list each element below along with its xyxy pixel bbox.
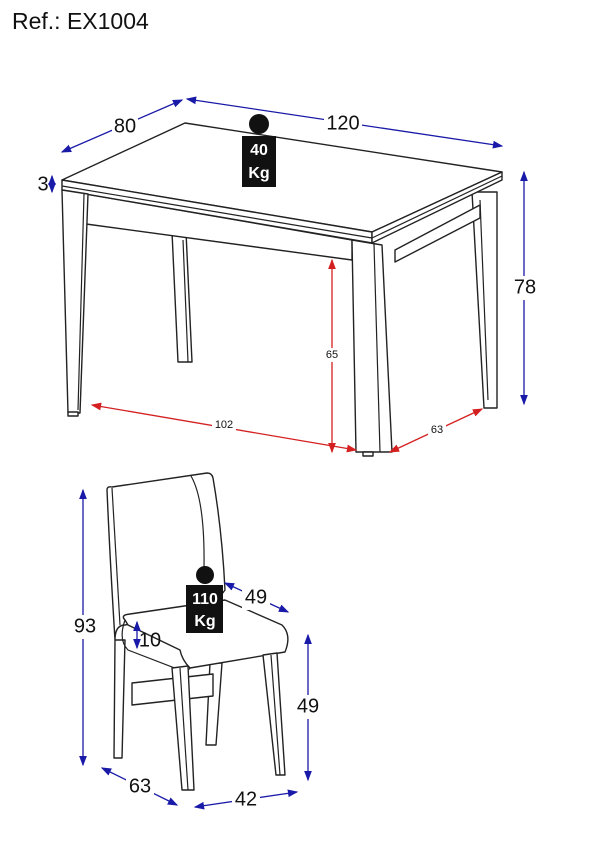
table-top-thickness-label: 3	[37, 173, 48, 195]
table-front-left-leg	[61, 189, 89, 414]
chair-load-weight-icon: 110 Kg	[186, 566, 223, 633]
chair-seat-depth-label: 49	[245, 586, 267, 608]
chair-drawing: 110 Kg 93 49 10 49 63 42	[70, 472, 324, 811]
chair-seat-thickness-label: 10	[139, 629, 161, 651]
table-apron-side	[394, 204, 481, 263]
chair-front-right-leg	[262, 652, 286, 776]
table-inner-depth-label: 63	[431, 424, 443, 436]
table-inner-height-label: 65	[326, 349, 338, 361]
chair-seat-height-label: 49	[297, 695, 319, 717]
chair-depth-label: 63	[129, 775, 151, 797]
table-height-label: 78	[514, 276, 536, 298]
svg-text:Kg: Kg	[194, 613, 215, 630]
table-depth-label: 80	[114, 115, 136, 137]
table-drawing: 80 120 3 78 65 102 63 40 Kg	[37, 96, 540, 457]
svg-text:40: 40	[250, 142, 268, 159]
table-width-label: 120	[326, 112, 359, 134]
table-front-right-leg	[351, 239, 393, 453]
chair-width-label: 42	[235, 788, 257, 810]
svg-text:Kg: Kg	[248, 165, 269, 182]
chair-height-label: 93	[74, 615, 96, 637]
svg-text:110: 110	[192, 591, 218, 608]
table-inner-width-label: 102	[215, 419, 233, 431]
table-load-weight-icon: 40 Kg	[242, 114, 276, 187]
chair-seat	[122, 599, 289, 669]
reference-code: Ref.: EX1004	[12, 8, 149, 34]
chair-back-left-leg	[113, 639, 126, 759]
table-back-leg	[171, 231, 193, 363]
